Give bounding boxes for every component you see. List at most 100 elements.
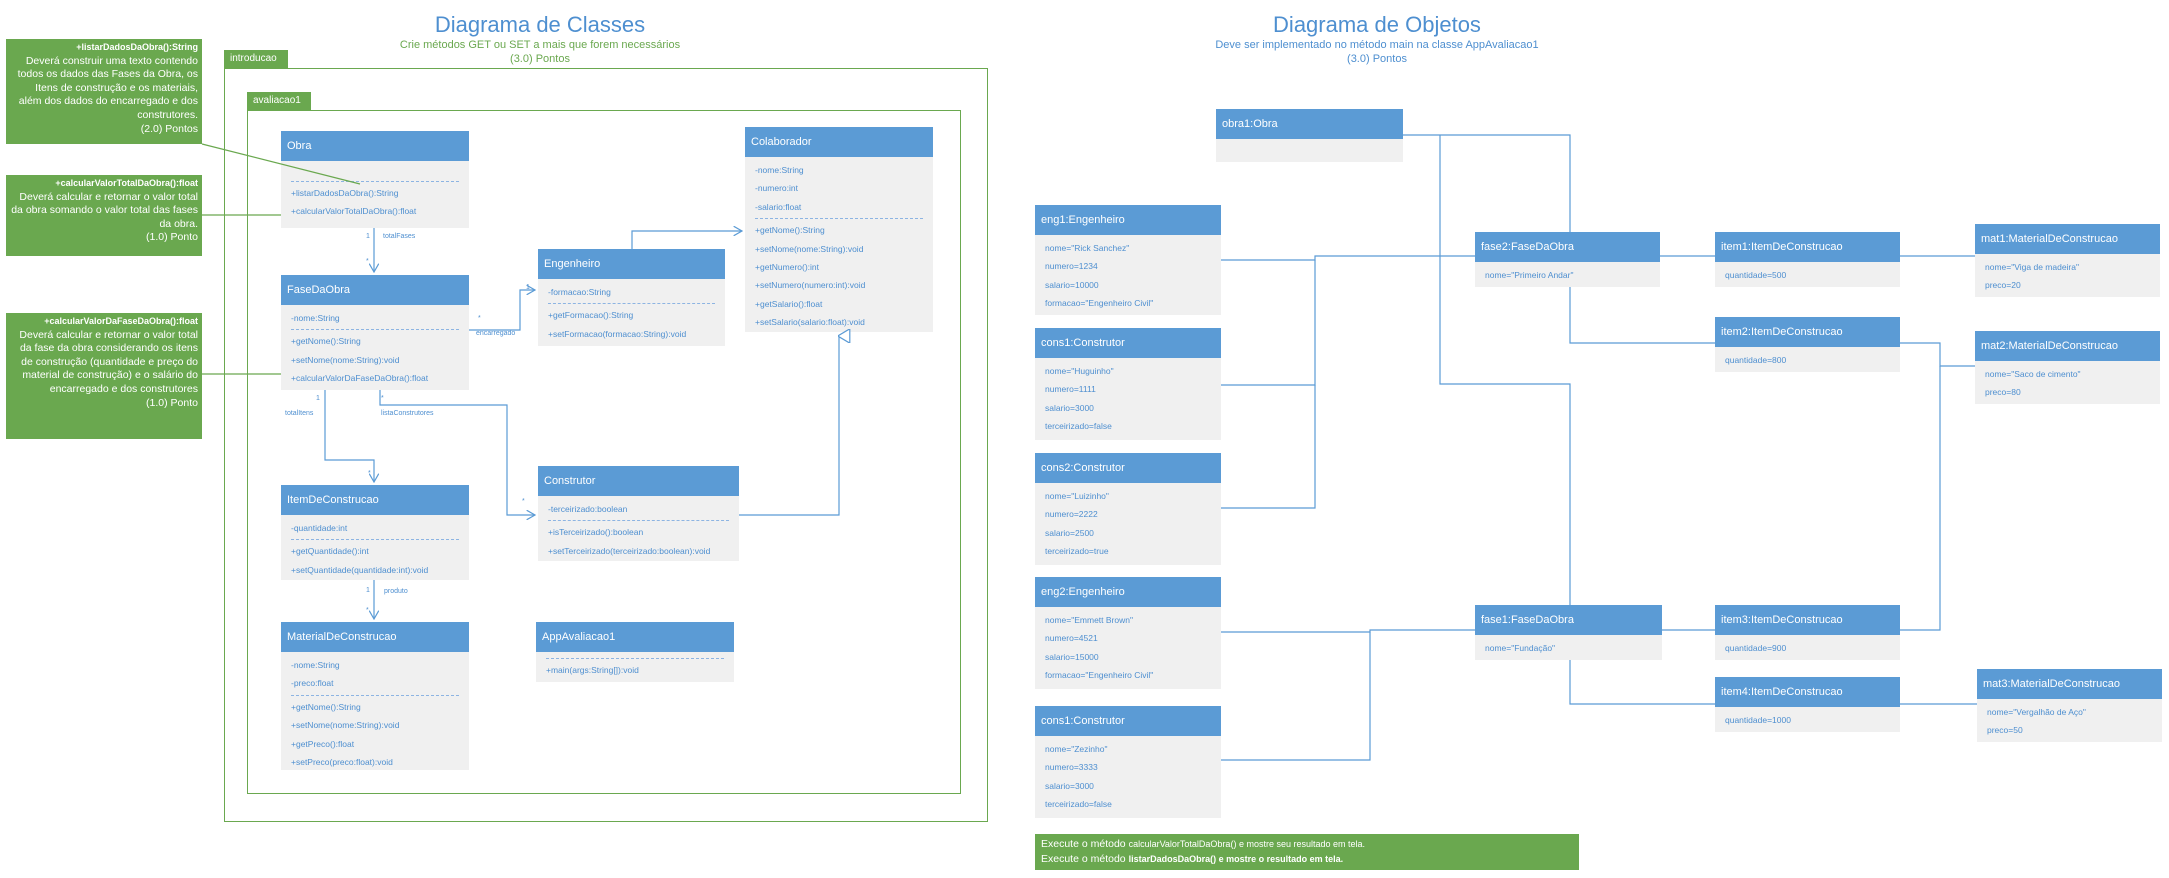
object-cons2[interactable]: cons2:Construtor nome="Luizinho" numero=… <box>1035 453 1221 565</box>
object-body: nome="Fundação" <box>1475 635 1662 661</box>
object-field: nome="Vergalhão de Aço" <box>1987 707 2086 717</box>
object-mat3[interactable]: mat3:MaterialDeConstrucao nome="Vergalhã… <box>1977 669 2162 742</box>
object-name: item1:ItemDeConstrucao <box>1715 232 1900 262</box>
assoc-label-encarregado: encarregado <box>476 330 516 337</box>
object-field: nome="Luizinho" <box>1045 491 1109 501</box>
object-cons1[interactable]: cons1:Construtor nome="Huguinho" numero=… <box>1035 328 1221 440</box>
object-field: quantidade=500 <box>1725 270 1787 280</box>
class-method: +setSalario(salario:float):void <box>755 317 865 328</box>
link-item3-mat2 <box>1900 366 1941 631</box>
object-field: numero=2222 <box>1045 509 1098 520</box>
class-method: +setNome(nome:String):void <box>291 354 400 365</box>
class-construtor[interactable]: Construtor -terceirizado:boolean +isTerc… <box>538 466 739 561</box>
object-mat1[interactable]: mat1:MaterialDeConstrucao nome="Viga de … <box>1975 224 2160 297</box>
class-method: +getNumero():int <box>755 262 820 273</box>
mult-star: * <box>366 258 369 265</box>
class-attr: -nome:String <box>291 660 340 670</box>
class-body: +listarDadosDaObra():String +calcularVal… <box>281 161 469 225</box>
mult-1: 1 <box>366 587 370 594</box>
object-name: eng2:Engenheiro <box>1035 577 1221 607</box>
object-name: item3:ItemDeConstrucao <box>1715 605 1900 635</box>
note-points: (1.0) Ponto <box>146 396 198 409</box>
object-fase1[interactable]: fase1:FaseDaObra nome="Fundação" <box>1475 605 1662 660</box>
class-name: FaseDaObra <box>281 275 469 305</box>
package-avaliacao1 <box>247 110 961 794</box>
object-subtitle-line1: Deve ser implementado no método main na … <box>1215 39 1539 51</box>
package-label-introducao: introducao <box>224 50 288 68</box>
class-method: +getQuantidade():int <box>291 546 369 557</box>
object-body: quantidade=1000 <box>1715 707 1900 733</box>
class-method: +calcularValorTotalDaObra():float <box>291 206 417 217</box>
class-attr: -quantidade:int <box>291 523 348 533</box>
object-fase2[interactable]: fase2:FaseDaObra nome="Primeiro Andar" <box>1475 232 1660 287</box>
object-obra1[interactable]: obra1:Obra <box>1216 109 1403 162</box>
object-field: formacao="Engenheiro Civil" <box>1045 298 1154 309</box>
object-field: terceirizado=true <box>1045 546 1109 557</box>
assoc-label-lista-construtores: listaConstrutores <box>381 410 434 417</box>
link-eng2-fase1 <box>1221 629 1475 633</box>
object-name: item4:ItemDeConstrucao <box>1715 677 1900 707</box>
mult-star: * <box>381 395 384 402</box>
class-name: AppAvaliacao1 <box>536 622 734 652</box>
note-listar-dados: +listarDadosDaObra():String Deverá const… <box>6 39 202 144</box>
class-method: +setNumero(numero:int):void <box>755 280 866 291</box>
class-diagram-title: Diagrama de Classes <box>434 12 646 37</box>
object-item2[interactable]: item2:ItemDeConstrucao quantidade=800 <box>1715 317 1900 372</box>
class-body: -nome:String +getNome():String +setNome(… <box>281 305 469 392</box>
object-field: preco=50 <box>1987 725 2023 736</box>
object-item4[interactable]: item4:ItemDeConstrucao quantidade=1000 <box>1715 677 1900 732</box>
object-item3[interactable]: item3:ItemDeConstrucao quantidade=900 <box>1715 605 1900 660</box>
object-field: quantidade=900 <box>1725 643 1787 653</box>
class-name: Engenheiro <box>538 249 725 279</box>
note-title: +listarDadosDaObra():String <box>76 42 198 52</box>
object-field: nome="Huguinho" <box>1045 366 1114 376</box>
class-obra[interactable]: Obra +listarDadosDaObra():String +calcul… <box>281 131 469 228</box>
instruction-line-1: Execute o método calcularValorTotalDaObr… <box>1041 838 1365 850</box>
class-method: +getPreco():float <box>291 738 355 749</box>
class-body: -terceirizado:boolean +isTerceirizado():… <box>538 496 739 564</box>
class-name: Colaborador <box>745 127 933 157</box>
package-introducao <box>224 68 988 822</box>
class-attr: -terceirizado:boolean <box>548 504 628 514</box>
object-body: nome="Primeiro Andar" <box>1475 262 1660 288</box>
object-body: nome="Luizinho" numero=2222 salario=2500… <box>1035 483 1221 565</box>
class-fase-da-obra[interactable]: FaseDaObra -nome:String +getNome():Strin… <box>281 275 469 390</box>
class-item-de-construcao[interactable]: ItemDeConstrucao -quantidade:int +getQua… <box>281 485 469 580</box>
object-field: nome="Rick Sanchez" <box>1045 243 1130 253</box>
class-subtitle-line2: (3.0) Pontos <box>510 53 570 65</box>
object-eng2[interactable]: eng2:Engenheiro nome="Emmett Brown" nume… <box>1035 577 1221 689</box>
object-body: nome="Saco de cimento" preco=80 <box>1975 361 2160 406</box>
class-colaborador[interactable]: Colaborador -nome:String -numero:int -sa… <box>745 127 933 332</box>
object-eng1[interactable]: eng1:Engenheiro nome="Rick Sanchez" nume… <box>1035 205 1221 315</box>
note-text: Deverá calcular e retornar o valor total… <box>19 328 198 395</box>
class-body: -nome:String -numero:int -salario:float … <box>745 157 933 336</box>
object-field: salario=10000 <box>1045 279 1099 290</box>
object-field: numero=4521 <box>1045 633 1098 644</box>
class-method: +getSalario():float <box>755 298 823 309</box>
note-text: Deverá construir uma texto contendo todo… <box>17 54 198 121</box>
class-method: +main(args:String[]):void <box>546 665 639 675</box>
class-material-de-construcao[interactable]: MaterialDeConstrucao -nome:String -preco… <box>281 622 469 770</box>
class-name: Obra <box>281 131 469 161</box>
class-engenheiro[interactable]: Engenheiro -formacao:String +getFormacao… <box>538 249 725 346</box>
link-obra-fase2 <box>1403 134 1571 232</box>
note-valor-total-obra: +calcularValorTotalDaObra():float Deverá… <box>6 175 202 256</box>
link-cons1b-fase1 <box>1221 632 1371 761</box>
object-body: nome="Huguinho" numero=1111 salario=3000… <box>1035 358 1221 440</box>
object-mat2[interactable]: mat2:MaterialDeConstrucao nome="Saco de … <box>1975 331 2160 404</box>
object-name: fase2:FaseDaObra <box>1475 232 1660 262</box>
object-field: nome="Primeiro Andar" <box>1485 270 1574 280</box>
object-name: mat1:MaterialDeConstrucao <box>1975 224 2160 254</box>
object-field: salario=15000 <box>1045 651 1099 662</box>
mult-star: * <box>368 470 371 477</box>
class-method: +getNome():String <box>291 336 361 347</box>
class-app-avaliacao1[interactable]: AppAvaliacao1 +main(args:String[]):void <box>536 622 734 682</box>
object-body: nome="Vergalhão de Aço" preco=50 <box>1977 699 2162 744</box>
object-name: cons1:Construtor <box>1035 328 1221 358</box>
object-item1[interactable]: item1:ItemDeConstrucao quantidade=500 <box>1715 232 1900 287</box>
object-cons1-second[interactable]: cons1:Construtor nome="Zezinho" numero=3… <box>1035 706 1221 818</box>
class-body: +main(args:String[]):void <box>536 652 734 683</box>
class-method: +calcularValorDaFaseDaObra():float <box>291 373 429 384</box>
object-field: quantidade=1000 <box>1725 715 1791 725</box>
class-body: -nome:String -preco:float +getNome():Str… <box>281 652 469 775</box>
